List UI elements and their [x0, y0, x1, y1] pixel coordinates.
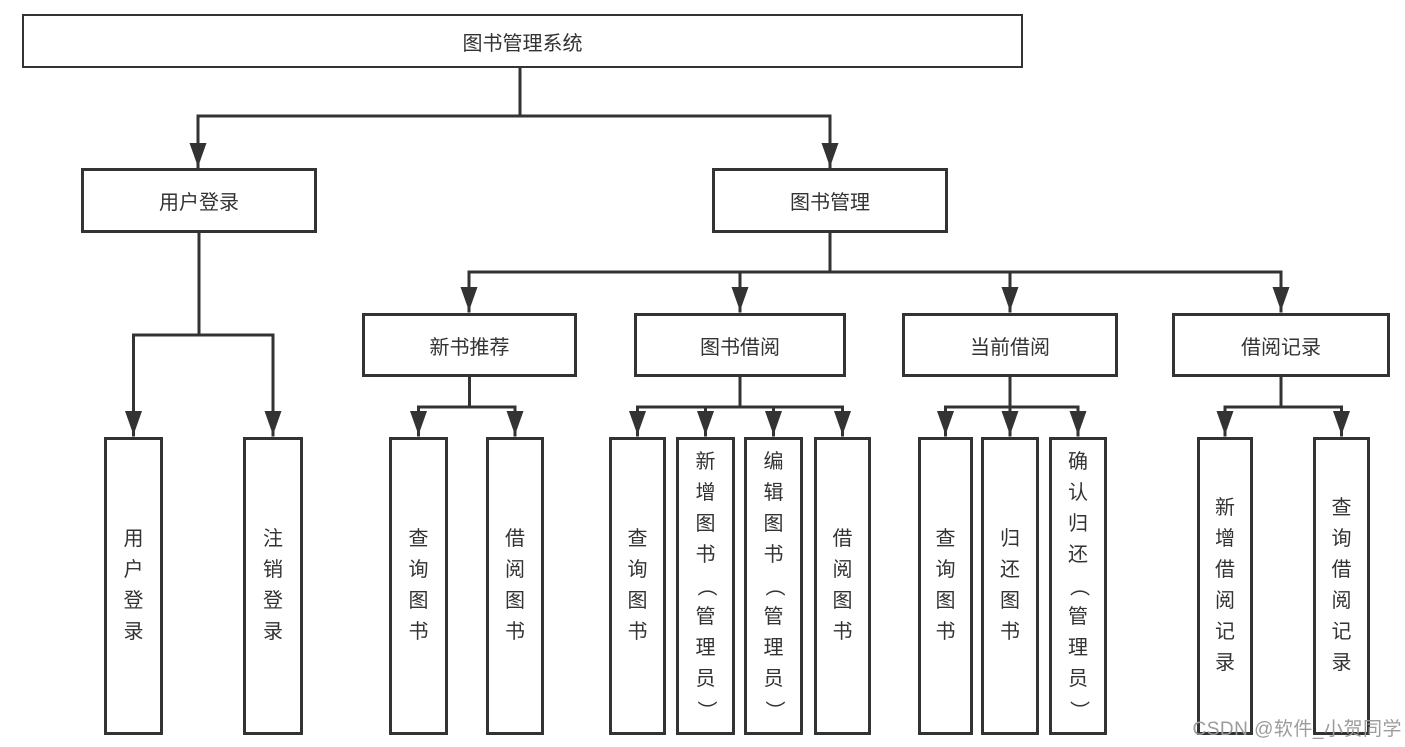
node-label: 归还图书: [1000, 528, 1020, 643]
node-new-book-recommendation: 新书推荐: [362, 313, 577, 377]
leaf-query-borrow-record: 查询借阅记录: [1313, 437, 1370, 735]
leaf-logout: 注销登录: [243, 437, 303, 735]
connector-borrowing-to-leaves: [629, 375, 851, 437]
node-label: 借阅图书: [505, 528, 525, 643]
node-label: 借阅图书: [832, 528, 853, 643]
leaf-add-book-admin: 新增图书（管理员）: [676, 437, 735, 735]
node-current-borrowing: 当前借阅: [902, 313, 1118, 377]
node-borrowing-records: 借阅记录: [1172, 313, 1390, 377]
node-label: 借阅记录: [1241, 336, 1321, 359]
node-label: 查询图书: [627, 528, 648, 643]
node-label: 图书管理: [790, 192, 870, 214]
leaf-confirm-return-admin: 确认归还（管理员）: [1049, 437, 1107, 735]
node-label: 新书推荐: [429, 336, 510, 359]
node-book-management-branch: 图书管理: [712, 168, 948, 233]
node-label: 用户登录: [123, 528, 144, 643]
node-label: 查询图书: [408, 528, 429, 643]
leaf-user-login: 用户登录: [104, 437, 163, 735]
node-label: 注销登录: [263, 528, 283, 643]
leaf-return-book: 归还图书: [981, 437, 1039, 735]
connector-book-mgmt-to-level3: [460, 231, 1290, 313]
node-user-login-branch: 用户登录: [81, 168, 317, 233]
node-label: 图书管理系统: [462, 32, 583, 55]
connector-root-to-level2: [189, 66, 839, 169]
leaf-borrow-books-borrowing: 借阅图书: [814, 437, 871, 735]
node-label: 查询图书: [935, 528, 956, 643]
leaf-borrow-books-recommend: 借阅图书: [486, 437, 544, 735]
leaf-edit-book-admin: 编辑图书（管理员）: [744, 437, 803, 735]
connector-records-to-leaves: [1216, 375, 1350, 437]
leaf-query-books-borrowing: 查询图书: [609, 437, 666, 735]
node-label: 当前借阅: [970, 336, 1050, 359]
connector-user-login-to-leaves: [125, 231, 282, 437]
node-label: 图书借阅: [700, 336, 780, 359]
node-label: 用户登录: [159, 192, 239, 214]
node-label: 新增图书（管理员）: [695, 450, 717, 721]
node-label: 查询借阅记录: [1331, 497, 1352, 674]
node-label: 确认归还（管理员）: [1067, 450, 1090, 721]
csdn-watermark: CSDN @软件_小贺同学: [1192, 719, 1402, 740]
node-label: 新增借阅记录: [1215, 497, 1235, 674]
node-book-borrowing: 图书借阅: [634, 313, 846, 377]
leaf-add-borrow-record: 新增借阅记录: [1197, 437, 1253, 735]
node-label: 编辑图书（管理员）: [763, 450, 785, 721]
connector-recommend-to-leaves: [410, 375, 524, 437]
leaf-query-books-current: 查询图书: [918, 437, 973, 735]
node-library-management-system: 图书管理系统: [22, 14, 1023, 68]
connector-current-to-leaves: [937, 375, 1087, 437]
leaf-query-books-recommend: 查询图书: [389, 437, 448, 735]
